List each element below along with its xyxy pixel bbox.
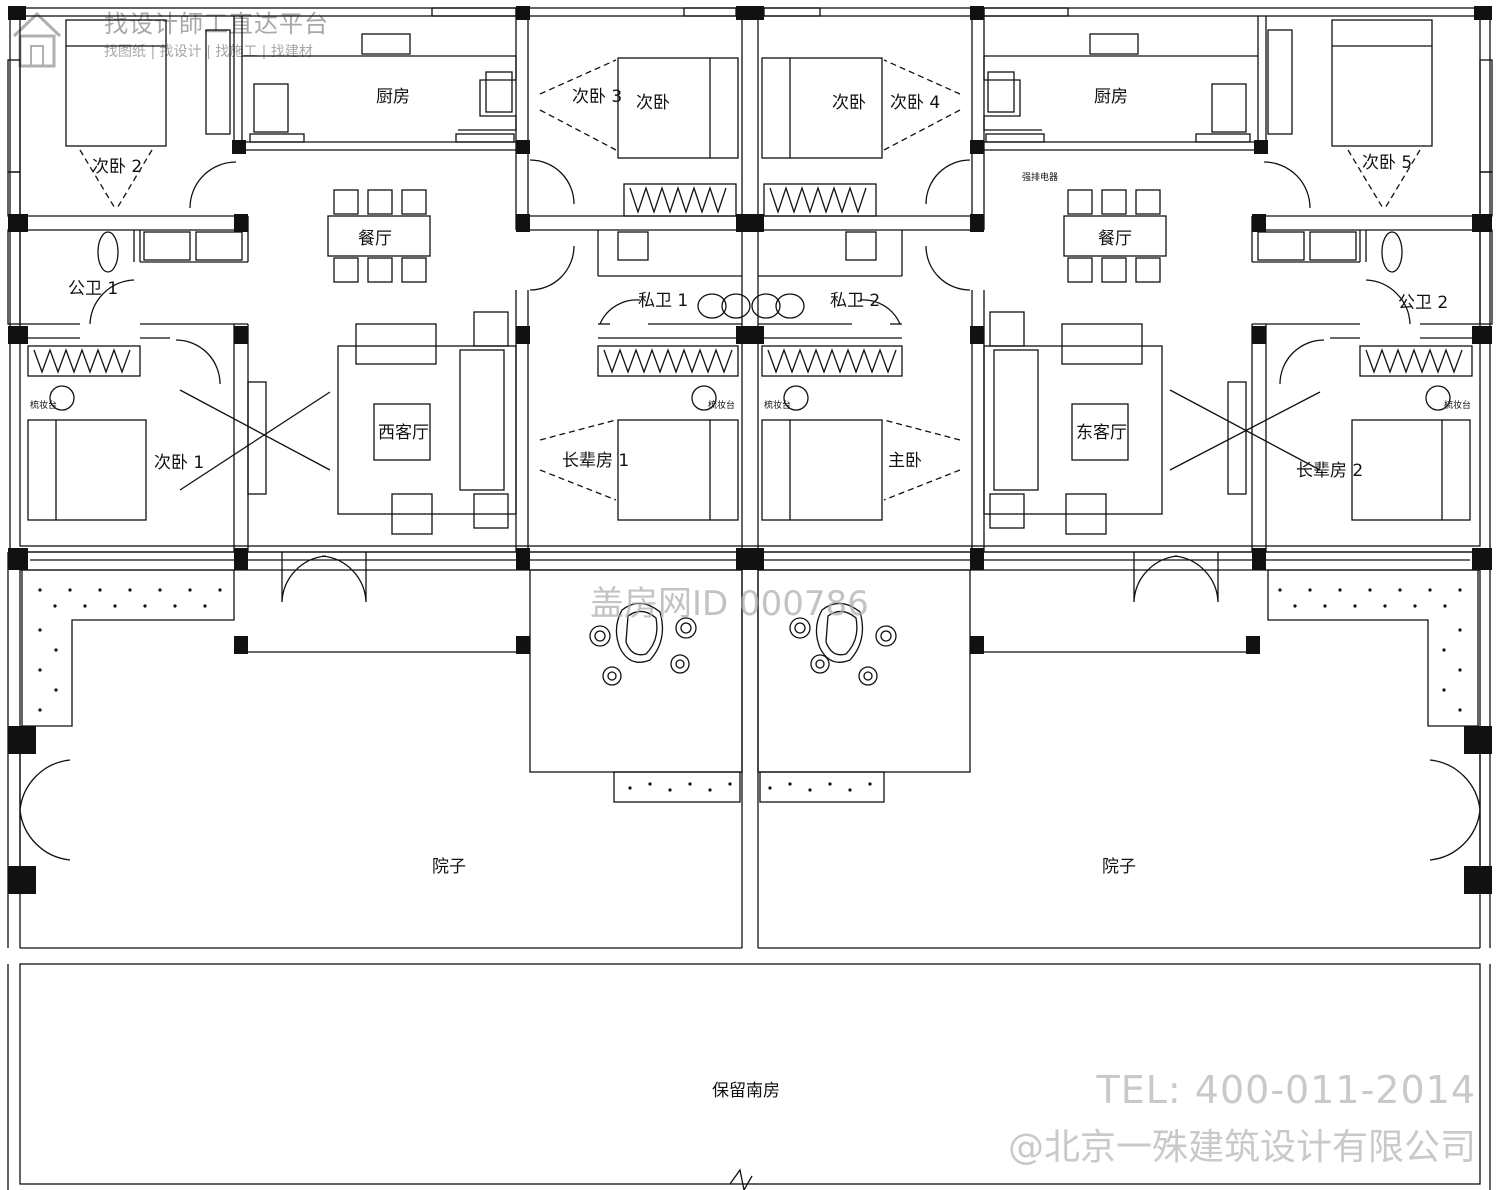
watermark-tel: TEL: 400-011-2014: [1096, 1068, 1476, 1112]
planter-texture: [38, 588, 1462, 792]
gate-doors: [19, 159, 1481, 866]
watermark-title: 找设计師工直达平台: [104, 10, 329, 38]
label-bed-center-west: 次卧: [636, 93, 670, 113]
living-furniture: [179, 311, 1321, 535]
bathroom-fixtures: [49, 231, 1451, 411]
room-labels: 厨房 厨房 次卧 2 次卧 3 次卧 次卧 次卧 4 次卧 5 餐厅 餐厅 公卫…: [30, 87, 1471, 1101]
label-wc2: 公卫 2: [1398, 293, 1448, 313]
label-elder2: 长辈房 2: [1296, 461, 1363, 481]
watermark-header: 找设计師工直达平台 找图纸 | 找设计 | 找施工 | 找建材: [104, 4, 329, 61]
label-bed3: 次卧 3: [572, 87, 622, 107]
label-bed5: 次卧 5: [1362, 153, 1412, 173]
columns: [8, 6, 1492, 894]
label-bed-center-east: 次卧: [832, 93, 866, 113]
label-yard-east: 院子: [1102, 857, 1136, 877]
label-vanity-2: 梳妆台: [708, 399, 735, 411]
label-dining-west: 餐厅: [358, 229, 392, 249]
label-vanity-3: 梳妆台: [764, 399, 791, 411]
label-bed2: 次卧 2: [92, 157, 142, 177]
rockery: [589, 602, 897, 686]
kitchen-counters: [242, 33, 1258, 143]
label-bed4: 次卧 4: [890, 93, 940, 113]
label-elder1: 长辈房 1: [562, 451, 629, 471]
label-dining-east: 餐厅: [1098, 229, 1132, 249]
interior-walls: [20, 8, 1480, 571]
label-pwc2: 私卫 2: [830, 291, 880, 311]
label-kitchen-east: 厨房: [1094, 87, 1128, 107]
watermark-id: 盖房网ID 000786: [590, 584, 869, 624]
dining-tables: [327, 189, 1167, 283]
label-vanity-4: 梳妆台: [1444, 399, 1471, 411]
label-heater: 强排电器: [1022, 171, 1058, 183]
label-vanity-1: 梳妆台: [30, 399, 57, 411]
label-living-west: 西客厅: [378, 423, 429, 443]
windows: [7, 7, 1493, 561]
beds: [27, 19, 1471, 521]
label-wc1: 公卫 1: [68, 279, 118, 299]
label-living-east: 东客厅: [1076, 423, 1127, 443]
label-pwc1: 私卫 1: [638, 291, 688, 311]
wardrobes: [27, 29, 1473, 377]
label-kitchen-west: 厨房: [376, 87, 410, 107]
label-bed1: 次卧 1: [154, 453, 204, 473]
front-porch: [21, 569, 1479, 803]
watermark-company: @北京一殊建筑设计有限公司: [1007, 1127, 1476, 1168]
label-master: 主卧: [888, 451, 922, 471]
label-south-room: 保留南房: [712, 1081, 780, 1101]
label-yard-west: 院子: [432, 857, 466, 877]
door-swing-lines: [79, 59, 1421, 501]
